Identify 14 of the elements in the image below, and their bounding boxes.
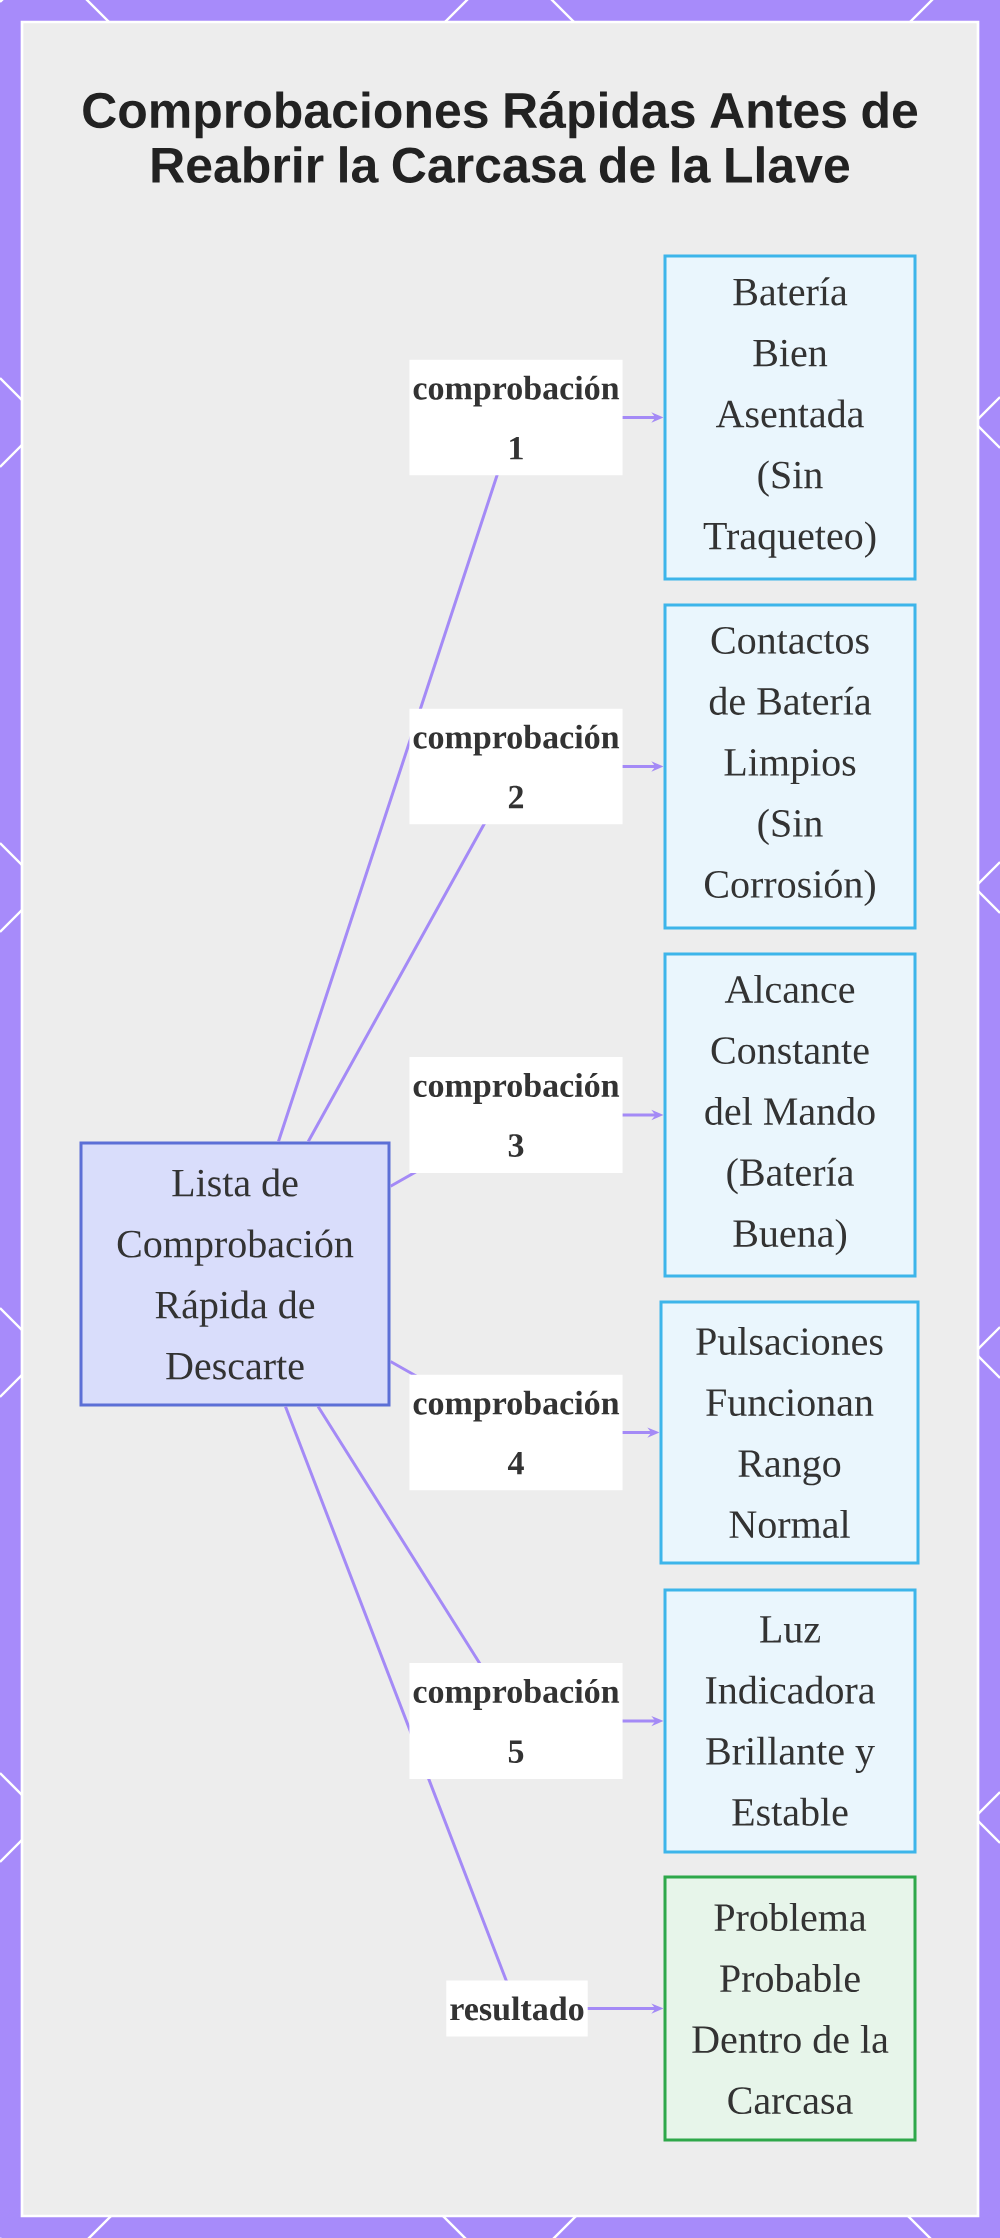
result-box: Problema Probable Dentro de la Carcasa [663,1875,917,2142]
checklist-box: Lista de Comprobación Rápida de Descarte [79,1141,391,1407]
edge-label: resultado [446,1980,588,2037]
check-item-box: Pulsaciones Funcionan Rango Normal [659,1300,920,1565]
edge-label: comprobación 1 [409,359,623,476]
check-item-box: Luz Indicadora Brillante y Estable [663,1588,917,1854]
edge-label: comprobación 5 [409,1663,623,1779]
check-item-box: Contactos de Batería Limpios (Sin Corrosión) [663,603,917,930]
title: Comprobaciones Rápidas Antes de Reabrir la Carcasa de la Llave [83,91,918,183]
edge-label: comprobación 4 [409,1374,623,1491]
edge-label: comprobación 2 [409,708,623,825]
check-item-box: Batería Bien Asentada (Sin Traqueteo) [663,254,917,581]
check-item-box: Alcance Constante del Mando (Batería Buena) [663,952,917,1278]
edge-label: comprobación 3 [409,1057,623,1173]
